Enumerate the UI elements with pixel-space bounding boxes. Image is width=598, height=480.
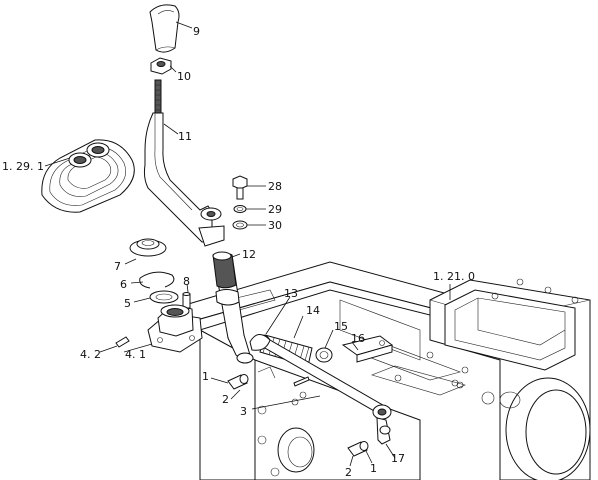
callout-4-1: 4. 1 [125, 348, 146, 361]
spring-washer [233, 205, 247, 213]
flat-washer [232, 220, 248, 230]
callout-5: 5 [124, 297, 131, 310]
callout-13: 13 [284, 287, 298, 300]
callout-7: 7 [114, 260, 121, 273]
callout-14: 14 [306, 304, 320, 317]
pin-2a [293, 376, 310, 387]
pin-1a [227, 374, 249, 390]
splined-shaft [212, 251, 254, 364]
gear-lever [143, 79, 225, 247]
circlip [139, 271, 175, 289]
cover-cap [129, 238, 167, 257]
callout-1-29-1: 1. 29. 1 [2, 160, 44, 173]
selector-rod [249, 334, 392, 445]
callout-17: 17 [391, 452, 405, 465]
gear-knob [149, 4, 180, 53]
bush [315, 347, 333, 363]
callout-10: 10 [177, 70, 191, 83]
callout-29: 29 [268, 203, 282, 216]
callout-28: 28 [268, 180, 282, 193]
dowel-pin [115, 336, 130, 348]
lock-nut [150, 57, 172, 75]
rubber-boot [41, 139, 135, 213]
callout-1-bottom: 1 [370, 462, 377, 475]
gearbox-housing [184, 261, 591, 480]
callout-labels: 9 10 11 1. 29. 1 28 29 30 12 7 6 5 8 4. … [2, 25, 475, 479]
callout-11: 11 [178, 130, 192, 143]
shaft-bracket [147, 304, 203, 353]
shift-bracket [341, 335, 394, 363]
callout-8: 8 [183, 275, 190, 288]
callout-15: 15 [334, 320, 348, 333]
bolt [232, 175, 248, 200]
oil-seal [149, 290, 179, 304]
callout-1-21-0: 1. 21. 0 [433, 270, 475, 283]
callout-3: 3 [240, 405, 247, 418]
leader-lines [44, 21, 451, 467]
callout-30: 30 [268, 219, 282, 232]
callout-6: 6 [120, 278, 127, 291]
callout-9: 9 [193, 25, 200, 38]
callout-12: 12 [242, 248, 256, 261]
pin-1b [347, 441, 369, 457]
locating-pin [182, 292, 191, 309]
callout-2-top: 2 [222, 393, 229, 406]
callout-2-bottom: 2 [345, 466, 352, 479]
callout-4-2: 4. 2 [80, 348, 101, 361]
callout-16: 16 [351, 332, 365, 345]
callout-1-top: 1 [202, 370, 209, 383]
